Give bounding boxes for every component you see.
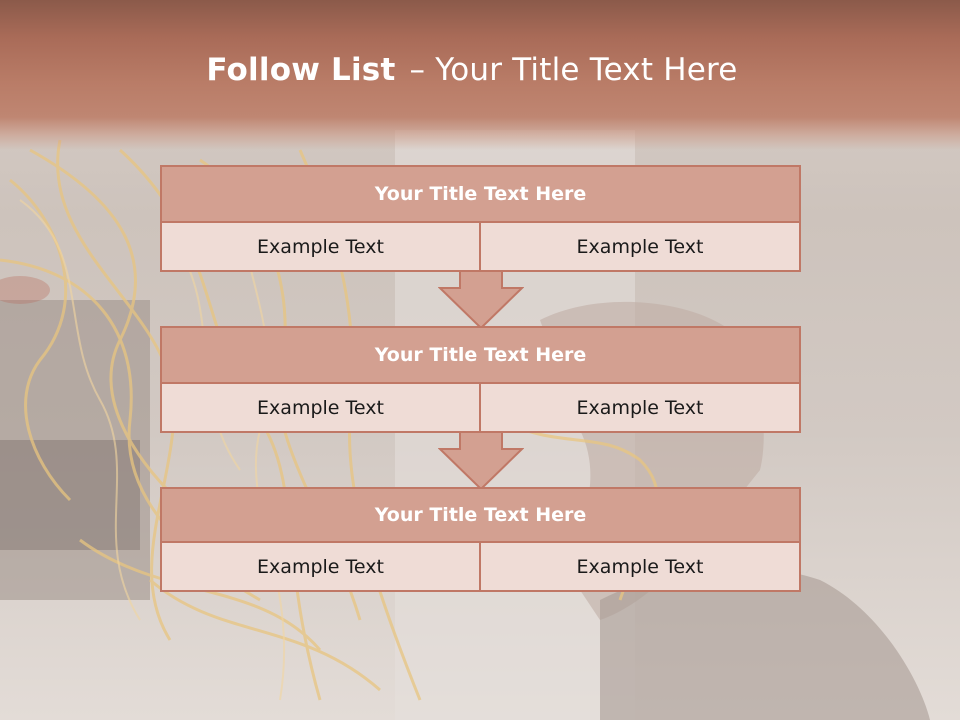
list-block-2: Your Title Text Here Example Text Exampl… [160, 326, 801, 433]
slide-title-bold: Follow List [206, 52, 396, 88]
list-block-1: Your Title Text Here Example Text Exampl… [160, 165, 801, 272]
block-cell-right: Example Text [479, 382, 801, 433]
block-cell-left: Example Text [160, 221, 481, 272]
slide-title-dash: – [409, 52, 426, 88]
list-block-3: Your Title Text Here Example Text Exampl… [160, 487, 801, 592]
block-title: Your Title Text Here [160, 326, 801, 384]
block-title: Your Title Text Here [160, 487, 801, 543]
title-band [0, 0, 960, 150]
block-cell-left: Example Text [160, 541, 481, 592]
block-title: Your Title Text Here [160, 165, 801, 223]
slide-title-rest: Your Title Text Here [435, 52, 738, 88]
block-cell-left: Example Text [160, 382, 481, 433]
slide-title: Follow List–Your Title Text Here [0, 52, 944, 88]
block-cell-right: Example Text [479, 541, 801, 592]
down-arrow-icon [438, 431, 524, 491]
block-cell-right: Example Text [479, 221, 801, 272]
down-arrow-icon [438, 270, 524, 330]
